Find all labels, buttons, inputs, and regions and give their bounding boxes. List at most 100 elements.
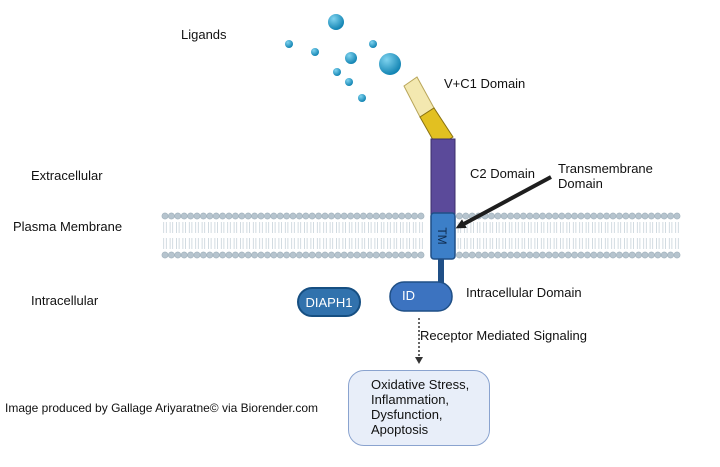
- lipid-head: [654, 212, 662, 220]
- lipid-head: [660, 212, 668, 220]
- lipid-head: [641, 251, 649, 259]
- lipid-head: [487, 212, 495, 220]
- lipid-head: [462, 212, 470, 220]
- lipid-head: [455, 212, 463, 220]
- lipid-head: [558, 212, 566, 220]
- lipid-head: [596, 212, 604, 220]
- lipid-head: [462, 251, 470, 259]
- lipid-head: [526, 212, 534, 220]
- lipid-head: [385, 212, 393, 220]
- ligand-particle: [285, 40, 293, 48]
- lipid-head: [481, 251, 489, 259]
- lipid-head: [667, 212, 674, 220]
- lipid-head: [673, 212, 681, 220]
- lipid-head: [334, 212, 342, 220]
- lipid-head: [167, 212, 175, 220]
- lipid-head: [327, 212, 335, 220]
- lipid-head: [219, 212, 226, 220]
- lipid-head: [513, 212, 521, 220]
- lipid-head: [366, 251, 374, 259]
- lipid-head: [603, 212, 610, 220]
- lipid-head: [552, 251, 559, 259]
- lipid-head: [596, 251, 604, 259]
- lipid-head: [500, 212, 508, 220]
- lipid-head: [219, 251, 226, 259]
- lipid-head: [584, 251, 591, 259]
- lipid-head: [590, 251, 598, 259]
- lipid-head: [571, 251, 578, 259]
- lipid-head: [577, 212, 585, 220]
- lipid-head: [398, 251, 406, 259]
- lipid-head: [628, 212, 636, 220]
- ligand-particle: [345, 52, 357, 64]
- lipid-head: [263, 251, 271, 259]
- ligand-particle: [345, 78, 353, 86]
- lipid-head: [359, 212, 367, 220]
- lipid-head: [206, 251, 214, 259]
- lipid-head: [545, 212, 553, 220]
- lipid-head: [302, 212, 310, 220]
- lipid-head: [366, 212, 374, 220]
- lipid-head: [660, 251, 668, 259]
- lipid-head: [539, 212, 546, 220]
- lipid-head: [417, 212, 425, 220]
- lipid-head: [558, 251, 566, 259]
- lipid-head: [417, 251, 425, 259]
- lipid-head: [244, 251, 252, 259]
- tm-label: TM: [435, 227, 449, 244]
- lipid-head: [545, 251, 553, 259]
- lipid-head: [404, 251, 412, 259]
- lipid-head: [263, 212, 271, 220]
- v-c1-domain-label: V+C1 Domain: [444, 76, 526, 91]
- lipid-head: [500, 251, 508, 259]
- lipid-head: [404, 212, 412, 220]
- lipid-head: [359, 251, 367, 259]
- lipid-head: [571, 212, 578, 220]
- lipid-head: [161, 251, 169, 259]
- lipid-head: [238, 251, 246, 259]
- lipid-head: [206, 212, 214, 220]
- transmembrane-domain-label-line2: Domain: [558, 176, 603, 191]
- lipid-head: [590, 212, 598, 220]
- lipid-head: [257, 212, 265, 220]
- lipid-head: [180, 212, 188, 220]
- lipid-head: [411, 212, 418, 220]
- lipid-head: [353, 212, 361, 220]
- lipid-head: [199, 251, 207, 259]
- credit-label: Image produced by Gallage Ariyaratne© vi…: [5, 401, 319, 415]
- lipid-head: [391, 212, 399, 220]
- transmembrane-pointer-arrow: [455, 175, 552, 229]
- outcome-box: Oxidative Stress, Inflammation, Dysfunct…: [348, 370, 490, 446]
- ligands-label: Ligands: [181, 27, 227, 42]
- lipid-head: [532, 212, 540, 220]
- lipid-head: [231, 212, 239, 220]
- receptor-signaling-label: Receptor Mediated Signaling: [420, 328, 587, 343]
- lipid-head: [475, 251, 482, 259]
- lipid-head: [321, 212, 329, 220]
- lipid-head: [520, 212, 527, 220]
- lipid-head: [334, 251, 342, 259]
- lipid-head: [564, 251, 572, 259]
- lipid-head: [635, 212, 642, 220]
- lipid-head: [193, 212, 201, 220]
- ligand-particle: [328, 14, 344, 30]
- lipid-head: [167, 251, 175, 259]
- lipid-head: [347, 251, 354, 259]
- lipid-head: [654, 251, 662, 259]
- plasma-membrane-bilayer: [161, 212, 681, 259]
- lipid-head: [494, 212, 502, 220]
- lipid-head: [603, 251, 610, 259]
- lipid-head: [231, 251, 239, 259]
- ligand-particle: [333, 68, 341, 76]
- lipid-head: [225, 251, 233, 259]
- ligand-particle: [311, 48, 319, 56]
- lipid-head: [174, 212, 182, 220]
- lipid-head: [244, 212, 252, 220]
- lipid-head: [340, 212, 348, 220]
- lipid-head: [212, 212, 220, 220]
- lipid-head: [340, 251, 348, 259]
- lipid-head: [270, 251, 278, 259]
- extracellular-label: Extracellular: [31, 168, 103, 183]
- lipid-head: [283, 251, 290, 259]
